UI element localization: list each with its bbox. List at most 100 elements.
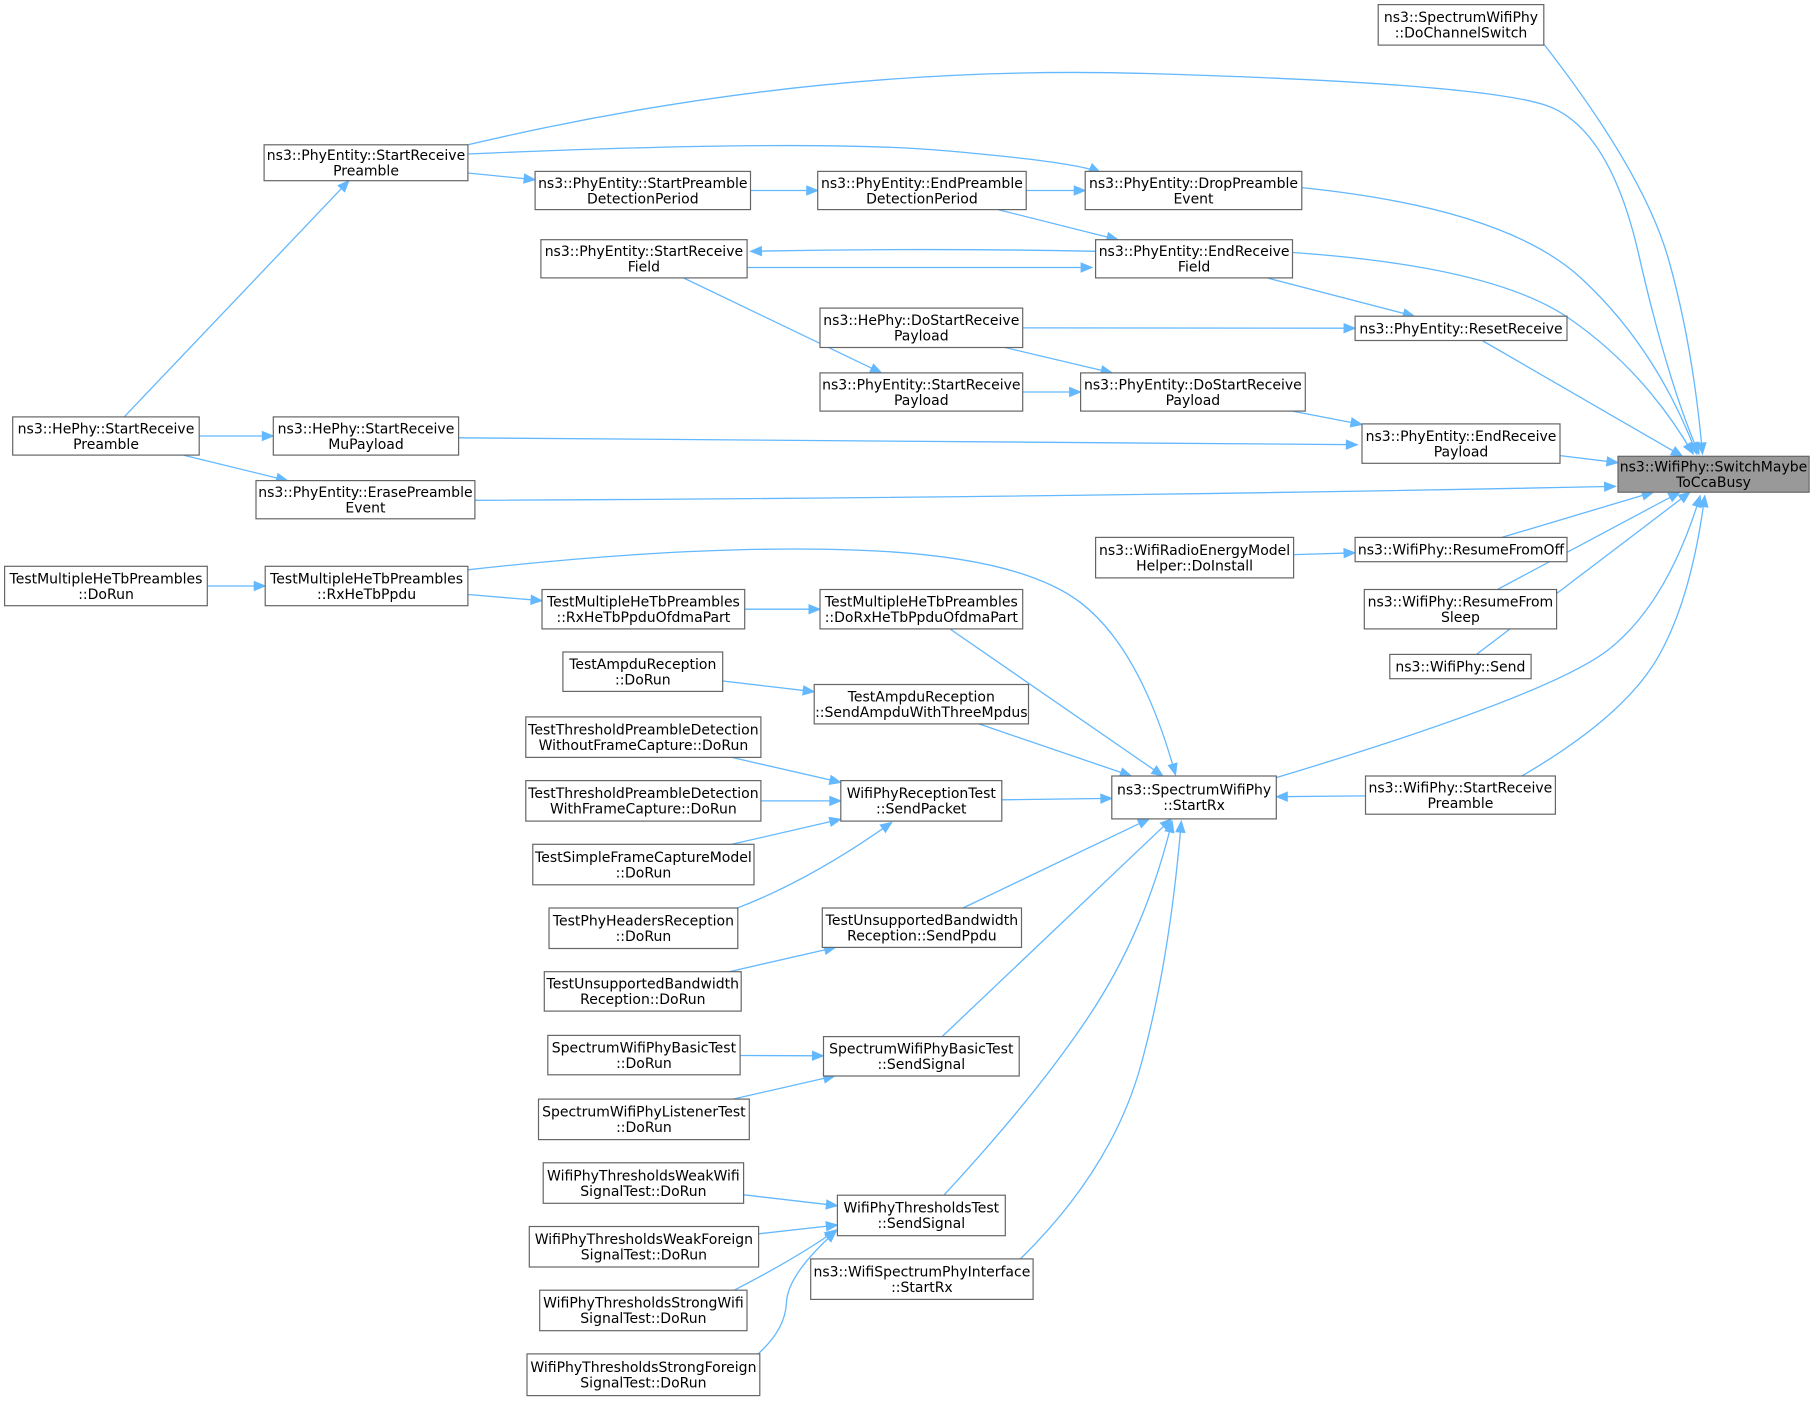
node-label-line: SignalTest::DoRun	[580, 1184, 706, 1200]
node-radioenergy[interactable]: ns3::WifiRadioEnergyModelHelper::DoInsta…	[1094, 536, 1295, 579]
edge-arrowhead	[1682, 441, 1694, 456]
node-label-line: Field	[628, 260, 660, 276]
node-label-line: ::DoRxHeTbPpduOfdmaPart	[825, 610, 1019, 626]
edge-erasepreambleevent-to-root	[474, 481, 1617, 501]
node-listener_dorun[interactable]: SpectrumWifiPhyListenerTest::DoRun	[537, 1098, 750, 1141]
edge-endreceivepayload-to-root	[1559, 454, 1620, 467]
node-label-line: ns3::WifiSpectrumPhyInterface	[813, 1264, 1030, 1280]
node-send[interactable]: ns3::WifiPhy::Send	[1389, 653, 1532, 680]
node-label-line: ::SendPacket	[876, 802, 967, 818]
edge-arrowhead	[829, 795, 843, 807]
node-label-line: TestThresholdPreambleDetection	[527, 786, 758, 802]
node-box	[1363, 588, 1558, 630]
edge-line	[728, 946, 836, 973]
node-thresholds_send[interactable]: WifiPhyThresholdsTest::SendSignal	[836, 1194, 1006, 1237]
node-label-line: ns3::PhyEntity::StartPreamble	[538, 176, 747, 192]
edge-line	[734, 821, 893, 910]
node-basic_send[interactable]: SpectrumWifiPhyBasicTest::SendSignal	[822, 1035, 1020, 1077]
node-box	[813, 683, 1030, 725]
edge-line	[467, 71, 1700, 455]
node-label-line: ns3::HePhy::StartReceive	[278, 421, 455, 437]
node-resetreceive[interactable]: ns3::PhyEntity::ResetReceive	[1354, 315, 1568, 342]
node-strongforeign[interactable]: WifiPhyThresholdsStrongForeignSignalTest…	[526, 1353, 761, 1397]
edge-line	[731, 756, 841, 784]
node-ampdu_dorun[interactable]: TestAmpduReception::DoRun	[562, 651, 724, 693]
edge-line	[732, 1075, 835, 1100]
node-box	[1354, 315, 1568, 342]
edge-he_startreceivemupayload-to-endreceivepayload	[458, 437, 1359, 450]
node-simplecapture[interactable]: TestSimpleFrameCaptureModel::DoRun	[532, 843, 755, 886]
node-multihetb_rxofdma[interactable]: TestMultipleHeTbPreambles::RxHeTbPpduOfd…	[541, 588, 746, 630]
node-label-line: SpectrumWifiPhyBasicTest	[829, 1042, 1014, 1058]
node-box	[1084, 170, 1303, 211]
edge-arrowhead	[1167, 762, 1178, 777]
node-label-line: ns3::PhyEntity::EndReceive	[1099, 244, 1290, 260]
node-box	[543, 971, 742, 1012]
node-thresh_without[interactable]: TestThresholdPreambleDetectionWithoutFra…	[525, 716, 762, 759]
edge-phy_dostartreceivepayload-to-endreceivepayload	[1292, 410, 1364, 428]
node-dochannelswitch[interactable]: ns3::SpectrumWifiPhy::DoChannelSwitch	[1377, 3, 1545, 46]
edge-line	[758, 1224, 838, 1235]
node-weakforeign[interactable]: WifiPhyThresholdsWeakForeignSignalTest::…	[528, 1225, 760, 1268]
node-unsupported_send[interactable]: TestUnsupportedBandwidthReception::SendP…	[821, 907, 1023, 949]
edge-startreceivefield-to-endreceivefield	[747, 262, 1094, 273]
node-spectrumiface[interactable]: ns3::WifiSpectrumPhyInterface::StartRx	[810, 1258, 1034, 1301]
edge-arrowhead	[1698, 494, 1709, 508]
node-basic_dorun[interactable]: SpectrumWifiPhyBasicTest::DoRun	[547, 1034, 741, 1076]
edge-line	[467, 593, 543, 602]
node-multihetb_dorun[interactable]: TestMultipleHeTbPreambles::DoRun	[3, 565, 208, 607]
node-startpreambledetection[interactable]: ns3::PhyEntity::StartPreambleDetectionPe…	[534, 170, 752, 211]
node-reception_sendpacket[interactable]: WifiPhyReceptionTest::SendPacket	[840, 779, 1003, 822]
node-resumefromoff[interactable]: ns3::WifiPhy::ResumeFromOff	[1354, 536, 1568, 563]
node-label-line: WifiPhyThresholdsTest	[843, 1201, 999, 1217]
node-label-line: ns3::PhyEntity::ErasePreamble	[258, 485, 472, 501]
node-box	[819, 588, 1024, 630]
node-box	[1364, 775, 1556, 815]
edge-strongforeign-to-thresholds_send	[752, 1230, 838, 1360]
node-spectrum_startrx[interactable]: ns3::SpectrumWifiPhy::StartRx	[1111, 775, 1277, 820]
node-multihetb_dorxofdma[interactable]: TestMultipleHeTbPreambles::DoRxHeTbPpduO…	[819, 588, 1024, 630]
edge-line	[183, 454, 288, 482]
node-label-line: ns3::WifiPhy::ResumeFromOff	[1358, 543, 1565, 559]
edge-line	[962, 818, 1150, 909]
node-box	[537, 1098, 750, 1141]
node-strongwifi[interactable]: WifiPhyThresholdsStrongWifiSignalTest::D…	[539, 1289, 748, 1332]
node-box	[264, 565, 469, 607]
node-endpreambledetection[interactable]: ns3::PhyEntity::EndPreambleDetectionPeri…	[817, 170, 1027, 211]
node-box	[534, 170, 752, 211]
node-thresh_with[interactable]: TestThresholdPreambleDetectionWithFrameC…	[525, 779, 762, 822]
node-ampdu_send[interactable]: TestAmpduReception::SendAmpduWithThreeMp…	[813, 683, 1030, 725]
node-label-line: ::StartRx	[1163, 798, 1225, 814]
node-label-line: Field	[1178, 260, 1210, 276]
edge-line	[1476, 491, 1691, 655]
node-box	[817, 170, 1027, 211]
edge-arrowhead	[1073, 185, 1087, 196]
node-box	[255, 480, 476, 520]
edge-line	[731, 818, 841, 845]
edge-multihetb_rxofdma-to-multihetb_dorxofdma	[744, 603, 822, 615]
node-multihetb_rxhetbppdu[interactable]: TestMultipleHeTbPreambles::RxHeTbPpdu	[264, 565, 469, 607]
nodes-layer: ns3::WifiPhy::SwitchMaybeToCcaBusyns3::S…	[3, 3, 1810, 1397]
node-weakwifi[interactable]: WifiPhyThresholdsWeakWifiSignalTest::DoR…	[542, 1162, 745, 1204]
node-box	[525, 716, 762, 759]
node-box	[562, 651, 724, 693]
node-headers[interactable]: TestPhyHeadersReception::DoRun	[548, 907, 739, 950]
node-label-line: TestMultipleHeTbPreambles	[269, 571, 463, 587]
edge-arrowhead	[1349, 417, 1364, 428]
edge-arrowhead	[1069, 386, 1082, 398]
